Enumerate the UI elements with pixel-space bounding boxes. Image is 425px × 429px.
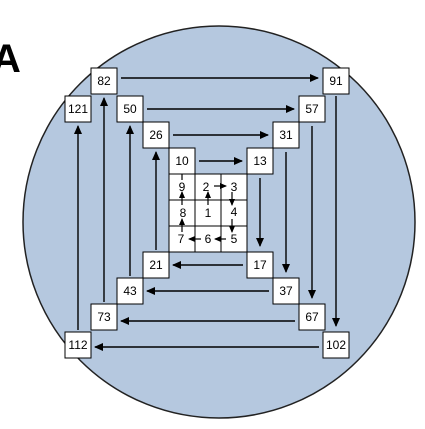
- label-82: 82: [97, 74, 111, 88]
- box-57: [298, 95, 326, 123]
- center-grid: 9 2 3 8 1 4 7 6 5: [168, 167, 248, 253]
- label-31: 31: [279, 128, 293, 142]
- box-50: [116, 95, 144, 123]
- box-102: [322, 331, 350, 359]
- label-73: 73: [97, 310, 111, 324]
- label-43: 43: [123, 284, 137, 298]
- label-10: 10: [175, 154, 189, 168]
- cell-7-label: 7: [178, 232, 185, 246]
- label-67: 67: [305, 310, 319, 324]
- box-10: [168, 147, 196, 175]
- label-102: 102: [326, 338, 346, 352]
- corner-boxes: 10 13 17 21 26 31 37 43 50 57 67 73: [64, 67, 350, 359]
- box-112: [64, 331, 92, 359]
- label-121: 121: [68, 102, 88, 116]
- box-67: [298, 303, 326, 331]
- label-57: 57: [305, 102, 319, 116]
- label-21: 21: [149, 258, 163, 272]
- cell-1-label: 1: [205, 206, 212, 220]
- box-21: [142, 251, 170, 279]
- cell-5-label: 5: [231, 232, 238, 246]
- cell-2-label: 2: [203, 180, 210, 194]
- box-121: [64, 95, 92, 123]
- label-91: 91: [329, 74, 343, 88]
- label-26: 26: [149, 128, 163, 142]
- box-43: [116, 277, 144, 305]
- box-73: [90, 303, 118, 331]
- cell-3-label: 3: [231, 180, 238, 194]
- cell-4-label: 4: [231, 205, 238, 219]
- panel-label: A: [0, 37, 21, 81]
- label-17: 17: [253, 258, 267, 272]
- label-37: 37: [279, 284, 293, 298]
- cell-8-label: 8: [180, 206, 187, 220]
- label-13: 13: [253, 154, 267, 168]
- cell-9-label: 9: [179, 180, 186, 194]
- box-13: [246, 147, 274, 175]
- box-37: [272, 277, 300, 305]
- box-91: [322, 67, 350, 95]
- box-31: [272, 121, 300, 149]
- cell-6-label: 6: [205, 232, 212, 246]
- box-82: [90, 67, 118, 95]
- box-26: [142, 121, 170, 149]
- label-50: 50: [123, 102, 137, 116]
- label-112: 112: [68, 338, 87, 352]
- box-17: [246, 251, 274, 279]
- spiral-arrows: [74, 74, 340, 351]
